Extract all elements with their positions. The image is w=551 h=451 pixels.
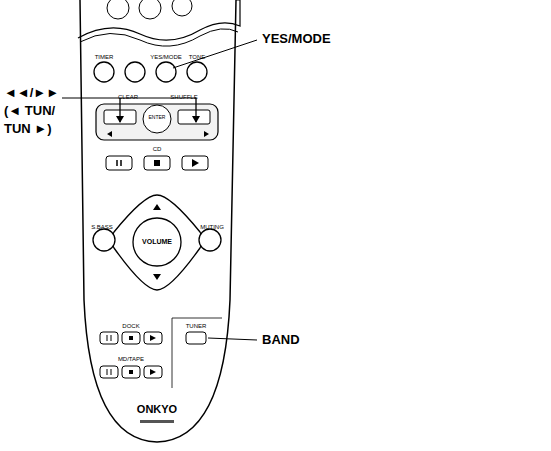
button-label: SHUFFLE [170,94,197,101]
button-label: CD [153,146,162,153]
button-label: TONE [189,54,206,61]
button-label: TUNER [186,323,207,330]
button-label: CLEAR [118,94,138,101]
brand-logo: ONKYO [137,403,177,415]
button-label: TIMER [95,54,114,61]
button-label: S.BASS [91,224,113,231]
button-label: MUTING [200,224,224,231]
callout-label: (◄ TUN/ [4,104,55,118]
callout-label: TUN ►) [4,122,52,136]
button-label: DOCK [122,323,139,330]
button-label: MD/TAPE [118,356,144,363]
callout-label: BAND [262,333,300,347]
button-label: ENTER [149,115,166,121]
button-label: VOLUME [142,238,172,246]
button-label: YES/MODE [150,54,182,61]
callout-label: YES/MODE [262,32,331,46]
callout-label: ◄◄/►► [4,86,59,100]
